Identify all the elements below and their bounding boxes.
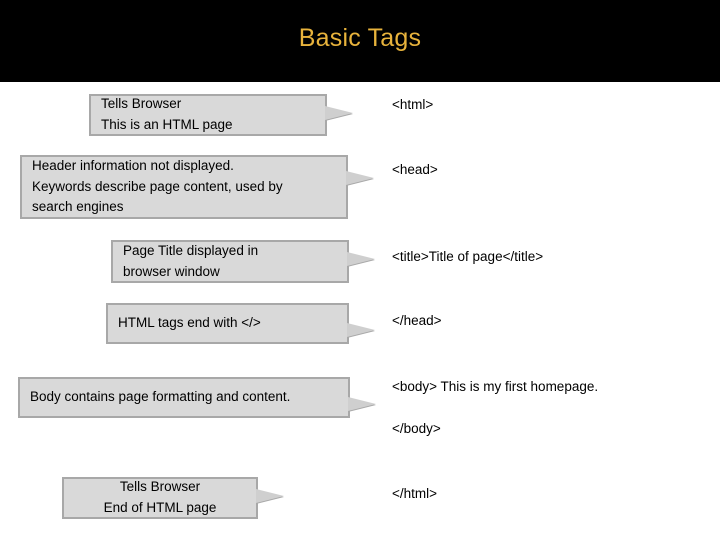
code-html-open: <html> — [392, 97, 434, 112]
code-head-open: <head> — [392, 162, 438, 177]
code-title: <title>Title of page</title> — [392, 249, 544, 264]
callout-head-line-2: Keywords describe page content, used by — [32, 178, 283, 194]
callout-close-html: Tells Browser End of HTML page — [62, 477, 284, 519]
callout-end-tag-line-1: HTML tags end with </> — [118, 315, 261, 331]
callout-body-line-1: Body contains page formatting and conten… — [30, 389, 291, 405]
callout-tail-icon — [348, 397, 376, 411]
title-band — [0, 0, 720, 82]
callout-tail-icon — [346, 171, 374, 185]
callout-tail-icon — [256, 489, 284, 503]
callout-close-html-line-1: Tells Browser — [119, 479, 201, 495]
callout-tail-icon — [347, 323, 375, 337]
callout-head-line-1: Header information not displayed. — [32, 157, 234, 173]
callout-head: Header information not displayed. Keywor… — [20, 155, 374, 219]
callout-tail-icon — [347, 252, 375, 266]
code-head-close: </head> — [392, 313, 442, 328]
callout-title-line-1: Page Title displayed in — [123, 242, 259, 258]
page-title: Basic Tags — [298, 24, 422, 52]
code-body-close: </body> — [392, 421, 441, 436]
callout-tail-icon — [325, 106, 353, 120]
callout-close-html-line-2: End of HTML page — [103, 500, 217, 515]
callout-title: Page Title displayed in browser window — [111, 240, 375, 283]
callout-html-line-1: Tells Browser — [101, 96, 182, 112]
callout-body: Body contains page formatting and conten… — [18, 377, 376, 418]
callout-title-line-2: browser window — [123, 263, 220, 279]
code-html-close: </html> — [392, 486, 438, 501]
callout-head-line-3: search engines — [32, 199, 124, 215]
code-body-open: <body> This is my first homepage. — [392, 379, 599, 394]
callout-html-line-2: This is an HTML page — [101, 117, 233, 132]
callout-html: Tells Browser This is an HTML page — [89, 94, 353, 136]
callout-end-tag: HTML tags end with </> — [106, 303, 375, 344]
